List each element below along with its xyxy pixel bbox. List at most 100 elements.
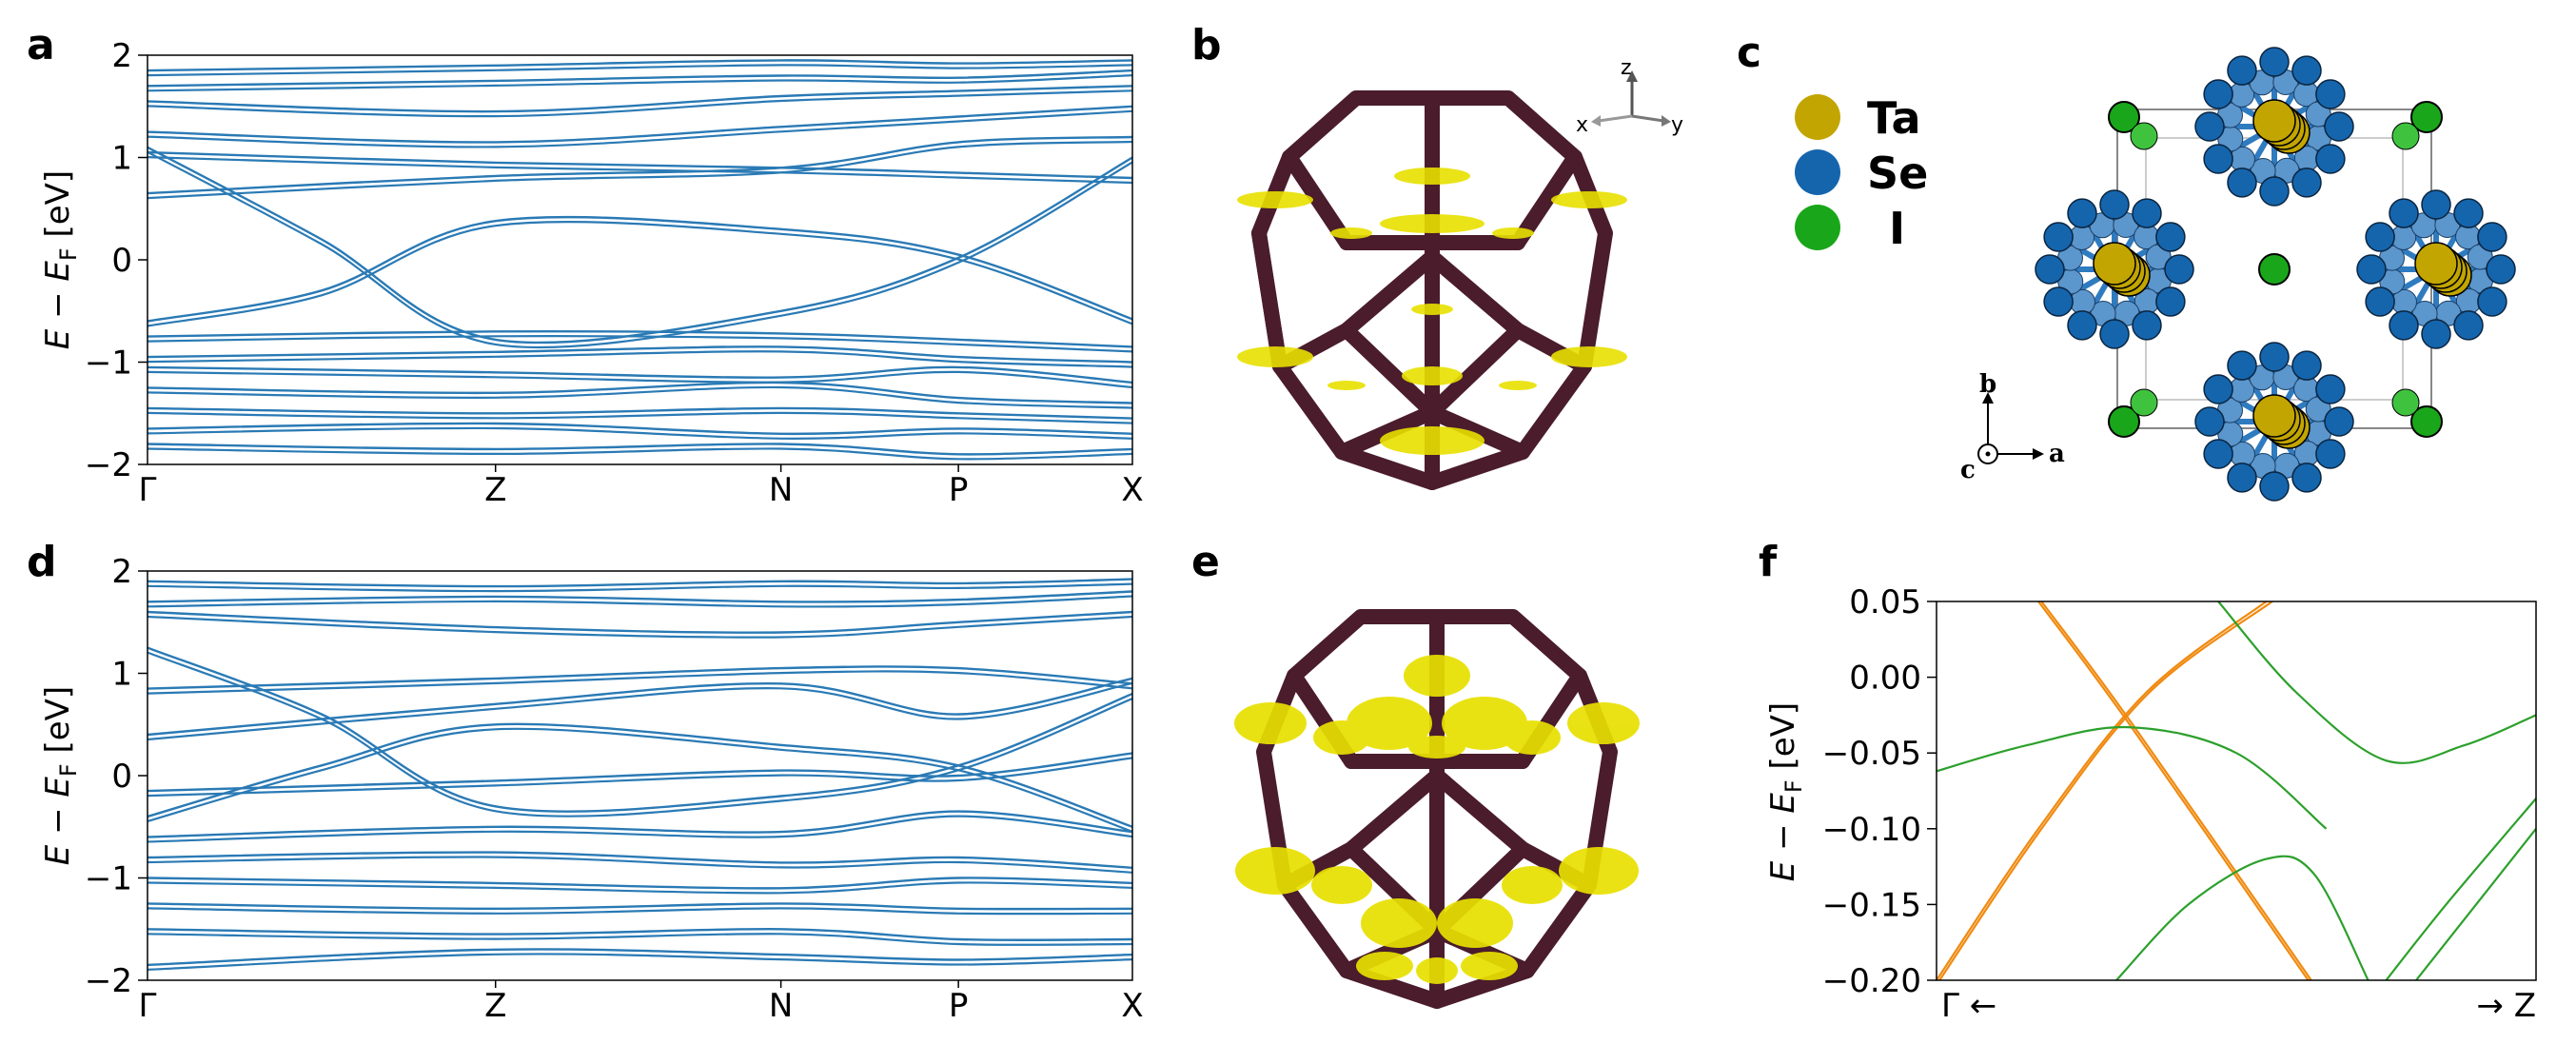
se-atom bbox=[2099, 189, 2130, 220]
band-line bbox=[147, 722, 1132, 828]
band-line bbox=[147, 815, 1132, 843]
se-atom bbox=[2259, 176, 2290, 207]
y-tick-label: −0.15 bbox=[1822, 886, 1921, 924]
band-line bbox=[147, 651, 1132, 818]
se-atom bbox=[2365, 286, 2395, 317]
panel-letter-c: c bbox=[1737, 29, 1761, 77]
tase4-chains bbox=[2035, 47, 2516, 502]
ta-atom-swatch bbox=[1795, 94, 1840, 140]
y-tick-label: 0.05 bbox=[1849, 583, 1921, 621]
y-tick-label: 1 bbox=[111, 140, 132, 178]
se-atom bbox=[2043, 222, 2074, 252]
panel-letter-a: a bbox=[27, 21, 55, 69]
se-atom bbox=[2203, 144, 2233, 174]
legend-item-se: Se bbox=[1795, 148, 1928, 199]
band-line bbox=[147, 933, 1132, 946]
se-atom bbox=[2453, 310, 2484, 341]
se-atom bbox=[2291, 463, 2322, 493]
se-atom bbox=[2421, 189, 2451, 220]
triad-x-label: x bbox=[1576, 113, 1588, 137]
band-line bbox=[147, 856, 1132, 874]
panel-letter-e: e bbox=[1191, 538, 1220, 586]
se-atom bbox=[2259, 471, 2290, 502]
se-atom bbox=[2227, 167, 2257, 198]
ylabel-a: E − EF [eV] bbox=[39, 170, 82, 349]
band-line bbox=[147, 877, 1132, 890]
band-line bbox=[147, 385, 1132, 409]
kpoint-label: Γ bbox=[139, 987, 157, 1025]
y-tick-label: 0 bbox=[111, 242, 132, 280]
band-line bbox=[147, 426, 1132, 440]
se-atom bbox=[2315, 439, 2346, 469]
band-line bbox=[147, 411, 1132, 424]
se-atom bbox=[2389, 198, 2419, 228]
ta-atom bbox=[2252, 394, 2296, 438]
band-line bbox=[147, 881, 1132, 895]
band-line bbox=[147, 615, 1132, 639]
band-line bbox=[147, 590, 1132, 603]
y-tick-label: −0.20 bbox=[1822, 962, 1921, 1000]
legend-item-i: I bbox=[1795, 203, 1905, 254]
y-tick-label: 2 bbox=[111, 37, 132, 75]
legend-item-ta: Ta bbox=[1795, 92, 1921, 144]
kpoint-label: N bbox=[769, 471, 793, 509]
se-atom bbox=[2067, 198, 2097, 228]
band-line bbox=[147, 447, 1132, 461]
kpoint-label: N bbox=[769, 987, 793, 1025]
band-line bbox=[147, 757, 1132, 798]
band-line bbox=[147, 646, 1132, 813]
legend-label-i: I bbox=[1889, 203, 1905, 254]
se-atom bbox=[2324, 406, 2354, 437]
i-atom-swatch bbox=[1795, 205, 1840, 250]
panel-letter-d: d bbox=[27, 538, 57, 586]
y-tick-label: −1 bbox=[85, 345, 132, 383]
kpoint-label: Γ bbox=[139, 471, 157, 509]
ta-atom bbox=[2252, 99, 2296, 143]
se-atom bbox=[2291, 167, 2322, 198]
band-line bbox=[147, 109, 1132, 148]
band-line bbox=[147, 681, 1132, 741]
se-atom bbox=[2365, 222, 2395, 252]
kpoint-label: Z bbox=[484, 471, 506, 509]
legend-label-se: Se bbox=[1867, 148, 1928, 199]
y-tick-label: −0.05 bbox=[1822, 735, 1921, 773]
band-line bbox=[147, 851, 1132, 869]
band-line bbox=[147, 335, 1132, 353]
band-line bbox=[147, 150, 1132, 349]
band-line bbox=[147, 69, 1132, 88]
y-tick-label: 2 bbox=[111, 553, 132, 591]
se-atom bbox=[2324, 111, 2354, 142]
se-atom bbox=[2486, 254, 2516, 285]
lattice-c-label: c bbox=[1960, 456, 1976, 484]
se-atom-swatch bbox=[1795, 149, 1840, 195]
se-atom bbox=[2155, 286, 2186, 317]
lattice-a-label: a bbox=[2049, 440, 2065, 468]
band-line bbox=[147, 89, 1132, 118]
band-line bbox=[147, 140, 1132, 200]
se-atom bbox=[2132, 310, 2162, 341]
band-line bbox=[147, 928, 1132, 941]
band-line bbox=[147, 670, 1132, 695]
kpoint-label: Z bbox=[484, 987, 506, 1025]
band-line bbox=[147, 610, 1132, 634]
band-line bbox=[147, 221, 1132, 327]
se-atom bbox=[2291, 55, 2322, 86]
se-atom bbox=[2132, 198, 2162, 228]
band-line bbox=[147, 406, 1132, 420]
band-line bbox=[147, 59, 1132, 72]
band-line bbox=[147, 85, 1132, 113]
se-atom bbox=[2227, 463, 2257, 493]
orange-band-line bbox=[1938, 601, 2273, 980]
triad-y-label: y bbox=[1671, 113, 1683, 137]
se-atom bbox=[2477, 222, 2507, 252]
legend-label-ta: Ta bbox=[1867, 92, 1921, 144]
se-atom bbox=[2291, 350, 2322, 381]
band-line bbox=[147, 150, 1132, 180]
band-line bbox=[147, 105, 1132, 144]
axes-triad-b: z x y bbox=[1576, 56, 1683, 137]
band-line bbox=[147, 74, 1132, 92]
green-band-line bbox=[2217, 601, 2536, 764]
se-atom bbox=[2203, 439, 2233, 469]
band-line bbox=[147, 215, 1132, 323]
